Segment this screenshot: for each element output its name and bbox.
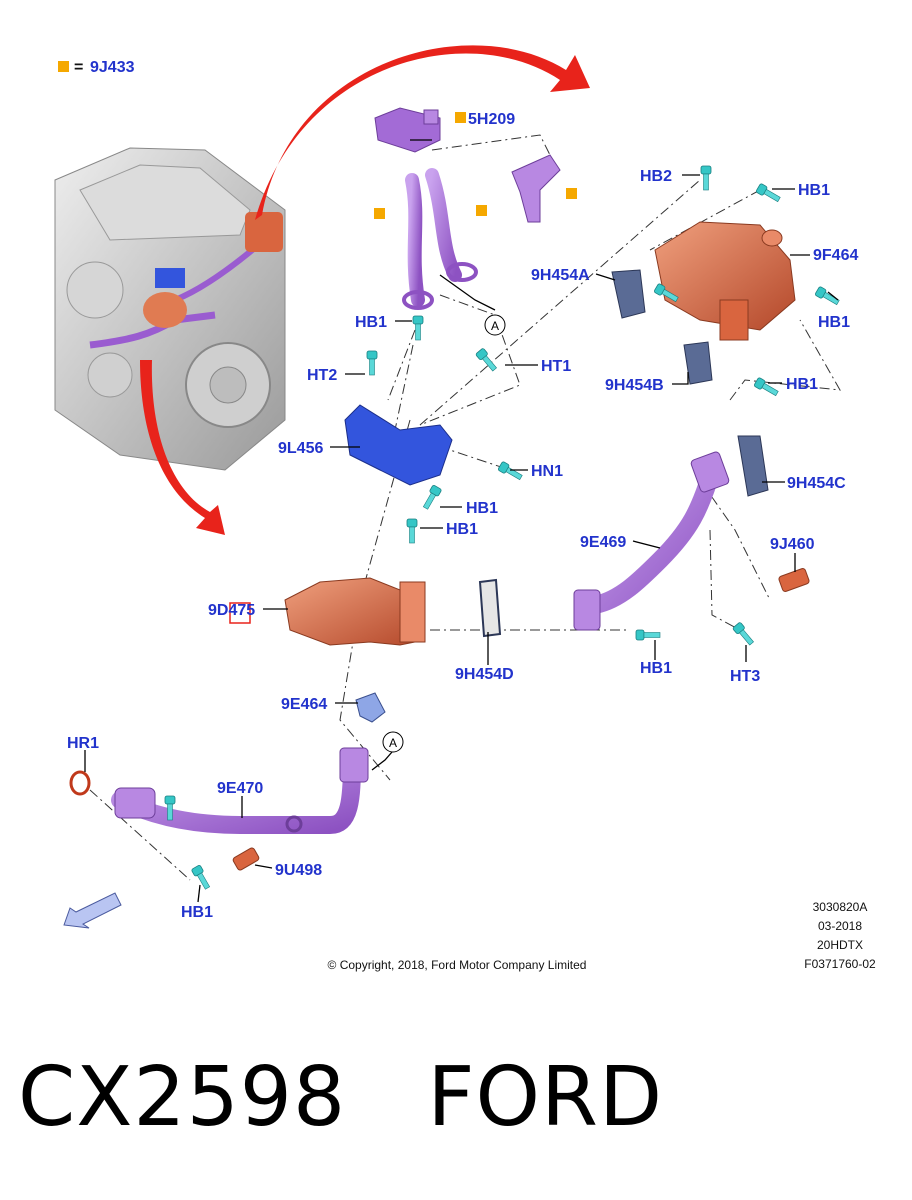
label-9H454A: 9H454A (531, 267, 590, 284)
label-HB1-cooler: HB1 (786, 376, 818, 393)
label-HT2: HT2 (307, 367, 337, 384)
label-9U498: 9U498 (275, 862, 322, 879)
doc-engine: 20HDTX (817, 938, 863, 952)
highlight-box (229, 602, 251, 624)
marker-9J433-icon (374, 208, 385, 219)
fastener-hb1-icon (814, 285, 841, 308)
label-9D475: 9D475 (208, 602, 255, 619)
label-HN1: HN1 (531, 463, 563, 480)
gasket-9H454C (737, 435, 769, 497)
label-HB1-valve: HB1 (446, 521, 478, 538)
label-9H454C: 9H454C (787, 475, 846, 492)
label-HB1-pipe: HB1 (640, 660, 672, 677)
egr-cooler-9F464 (654, 221, 796, 341)
fastener-ht1-icon (474, 347, 499, 374)
engine-illustration (54, 147, 286, 471)
egr-pipe-9E469 (573, 451, 730, 631)
label-HR1: HR1 (67, 735, 99, 752)
fastener-ht3-icon (731, 621, 756, 648)
ford-egr-exploded-diagram: = 9J433 (54, 45, 876, 972)
sensor-9U498 (232, 847, 260, 871)
gasket-9H454A (611, 269, 646, 319)
part-number: CX2598 (18, 1050, 347, 1145)
temperature-sensor-9J460 (778, 568, 810, 592)
leader-lines (84, 139, 839, 903)
fastener-hb1-icon (420, 484, 443, 511)
footer-title: CX2598 FORD (18, 1050, 898, 1160)
label-9E470: 9E470 (217, 780, 263, 797)
sensor-hoses (402, 168, 478, 310)
copyright-text: © Copyright, 2018, Ford Motor Company Li… (328, 958, 587, 972)
label-9H454D: 9H454D (455, 666, 514, 683)
label-9E469: 9E469 (580, 534, 626, 551)
fastener-hn1-icon (497, 460, 524, 483)
brand-name: FORD (427, 1050, 664, 1145)
legend-code: 9J433 (90, 59, 135, 76)
gasket-9H454D (478, 578, 502, 638)
label-9L456: 9L456 (278, 440, 323, 457)
doc-number: 3030820A (813, 900, 868, 914)
label-HT3: HT3 (730, 668, 760, 685)
label-HB1-bottom: HB1 (181, 904, 213, 921)
o-ring-HR1 (69, 770, 91, 796)
label-9H454B: 9H454B (605, 377, 664, 394)
fastener-hb2-icon (700, 165, 712, 191)
label-HB1-bracket: HB1 (466, 500, 498, 517)
label-9F464: 9F464 (813, 247, 858, 264)
label-HB1-top: HB1 (798, 182, 830, 199)
label-HB1-right: HB1 (818, 314, 850, 331)
direction-arrow-icon (63, 892, 122, 929)
label-HT1: HT1 (541, 358, 571, 375)
marker-9J433-icon (476, 205, 487, 216)
assembly-lines (89, 134, 841, 881)
label-9E464: 9E464 (281, 696, 327, 713)
egr-pipe-9E470 (111, 747, 369, 834)
legend-equals: = (74, 59, 83, 76)
heat-shield-9E464 (355, 692, 386, 723)
fastener-hb1-icon (635, 629, 661, 641)
label-9J460: 9J460 (770, 536, 815, 553)
doc-figure: F0371760-02 (804, 957, 876, 971)
label-HB1-mid-left: HB1 (355, 314, 387, 331)
callout-a-top: A (439, 274, 506, 336)
fastener-hb1-icon (755, 182, 782, 205)
marker-9J433-icon (566, 188, 577, 199)
fastener-ht2-icon (366, 350, 378, 376)
pressure-sensor-5H209 (374, 107, 441, 153)
callout-a-bottom-label: A (389, 736, 397, 750)
legend-marker-icon (58, 61, 69, 72)
sensor-bracket (511, 154, 561, 223)
fastener-hb1-icon (412, 315, 424, 341)
label-5H209: 5H209 (468, 111, 515, 128)
label-HB2: HB2 (640, 168, 672, 185)
callout-a-bottom: A (371, 731, 404, 771)
red-arrow-down-icon (140, 360, 225, 535)
fastener-hb1-icon (753, 376, 780, 399)
fastener-hb1-icon (190, 864, 213, 891)
fastener-hb1-icon (406, 518, 418, 544)
gasket-9H454B (683, 341, 713, 385)
legend: = 9J433 (58, 59, 135, 76)
bracket-9L456 (344, 404, 453, 486)
callout-a-top-label: A (491, 319, 499, 333)
egr-valve-9D475 (284, 577, 426, 646)
doc-date: 03-2018 (818, 919, 862, 933)
marker-9J433-icon (455, 112, 466, 123)
